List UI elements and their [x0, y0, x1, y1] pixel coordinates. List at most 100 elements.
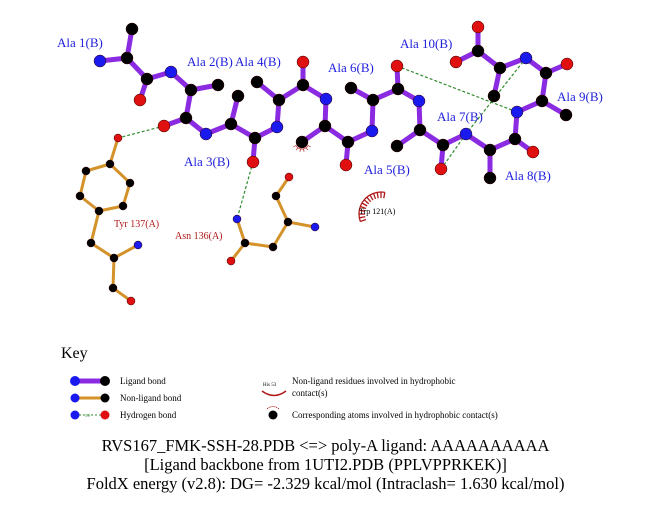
oxygen-atom — [284, 172, 294, 182]
nonligand-bond — [111, 257, 116, 289]
carbon-atom — [559, 108, 573, 122]
carbon-atom — [295, 135, 309, 149]
key-hydrophobic-atoms: Corresponding atoms involved in hydropho… — [266, 406, 498, 420]
carbon-atom — [120, 51, 134, 65]
carbon-atom — [250, 75, 264, 89]
oxygen-atom — [126, 296, 136, 306]
svg-text:3.0: 3.0 — [85, 413, 90, 418]
carbon-atom — [108, 283, 118, 293]
carbon-atom — [184, 83, 198, 97]
caption-line-3: FoldX energy (v2.8): DG= -2.329 kcal/mol… — [86, 474, 565, 493]
nitrogen-atom — [510, 105, 524, 119]
carbon-atom — [240, 238, 250, 248]
hydrogen-bond — [465, 57, 527, 135]
label-ala6: Ala 6(B) — [328, 60, 374, 75]
carbon-atom — [140, 72, 154, 86]
nitrogen-atom — [412, 94, 426, 108]
carbon-atom — [471, 44, 485, 58]
oxygen-atom — [339, 158, 353, 172]
nitrogen-atom — [310, 222, 320, 232]
carbon-atom — [271, 191, 281, 201]
label-ala10: Ala 10(B) — [400, 36, 452, 51]
svg-text:Non-ligand residues involved i: Non-ligand residues involved in hydropho… — [292, 376, 455, 386]
carbon-atom — [487, 89, 501, 103]
oxygen-atom — [246, 155, 260, 169]
oxygen-atom — [133, 93, 147, 107]
nonligand-bond — [90, 241, 115, 260]
carbon-atom — [539, 66, 553, 80]
carbon-atom — [125, 22, 139, 36]
label-ala9: Ala 9(B) — [557, 89, 603, 104]
oxygen-atom — [113, 133, 123, 143]
label-ala5: Ala 5(B) — [364, 162, 410, 177]
carbon-atom — [283, 217, 293, 227]
svg-text:Corresponding atoms involved i: Corresponding atoms involved in hydropho… — [292, 410, 498, 420]
carbon-atom — [344, 81, 358, 95]
carbon-atom — [211, 78, 225, 92]
hydrogen-bond — [236, 161, 254, 220]
carbon-atom — [508, 132, 522, 146]
nonligand-bond — [108, 137, 120, 165]
label-ala7: Ala 7(B) — [437, 109, 483, 124]
nitrogen-atom — [232, 214, 242, 224]
carbon-atom — [413, 123, 427, 137]
carbon-atom — [118, 201, 128, 211]
carbon-atom — [272, 93, 286, 107]
carbon-atom — [81, 166, 91, 176]
svg-text:His 53: His 53 — [263, 383, 277, 388]
carbon-atom — [105, 159, 115, 169]
label-ala1: Ala 1(B) — [57, 35, 103, 50]
svg-text:Ligand bond: Ligand bond — [120, 376, 166, 386]
nonligand-bond — [108, 162, 132, 185]
oxygen-atom — [449, 55, 463, 69]
carbon-atom — [483, 171, 497, 185]
label-ala2: Ala 2(B) — [187, 54, 233, 69]
nitrogen-atom — [133, 240, 143, 250]
carbon-atom — [75, 191, 85, 201]
label-asn136: Asn 136(A) — [175, 231, 223, 242]
oxygen-atom — [226, 256, 236, 266]
carbon-atom — [436, 138, 450, 152]
caption-line-1: RVS167_FMK-SSH-28.PDB <=> poly-A ligand:… — [101, 436, 550, 455]
oxygen-atom — [296, 55, 310, 69]
carbon-atom — [94, 206, 104, 216]
key-nonligand-bond: Non-ligand bond — [70, 393, 182, 403]
oxygen-atom — [471, 20, 485, 34]
svg-text:Hydrogen bond: Hydrogen bond — [120, 410, 177, 420]
caption-line-2: [Ligand backbone from 1UTI2.PDB (PPLVPPR… — [144, 455, 507, 474]
carbon-atom — [125, 178, 135, 188]
svg-text:Non-ligand bond: Non-ligand bond — [120, 393, 182, 403]
hydrophobic-arc-trp121 — [293, 145, 386, 223]
nonligand-bond — [244, 241, 274, 249]
carbon-atom — [391, 82, 405, 96]
nonligand-bond — [274, 195, 290, 223]
carbon-atom — [248, 131, 262, 145]
nitrogen-atom — [270, 120, 284, 134]
nitrogen-atom — [459, 127, 473, 141]
label-ala8: Ala 8(B) — [505, 168, 551, 183]
oxygen-atom — [157, 119, 171, 133]
label-tyr137: Tyr 137(A) — [114, 219, 159, 230]
svg-text:contact(s): contact(s) — [292, 388, 327, 398]
hydrogen-bond — [396, 65, 518, 113]
nitrogen-atom — [93, 54, 107, 68]
key-ligand-bond: Ligand bond — [70, 376, 166, 386]
nonligand-bond — [287, 220, 316, 229]
carbon-atom — [268, 242, 278, 252]
oxygen-atom — [434, 162, 448, 176]
carbon-atom — [390, 139, 404, 153]
carbon-atom — [341, 135, 355, 149]
key-title: Key — [61, 345, 88, 362]
oxygen-atom — [526, 145, 540, 159]
label-ala3: Ala 3(B) — [184, 154, 230, 169]
hydrogen-bond — [440, 133, 467, 170]
nitrogen-atom — [199, 127, 213, 141]
hydrogen-bond — [117, 125, 165, 139]
key-hydrophobic-residues: His 53 Non-ligand residues involved in h… — [261, 376, 455, 398]
nitrogen-atom — [365, 124, 379, 138]
nonligand-bond — [113, 243, 139, 260]
oxygen-atom — [560, 57, 574, 71]
nitrogen-atom — [164, 65, 178, 79]
